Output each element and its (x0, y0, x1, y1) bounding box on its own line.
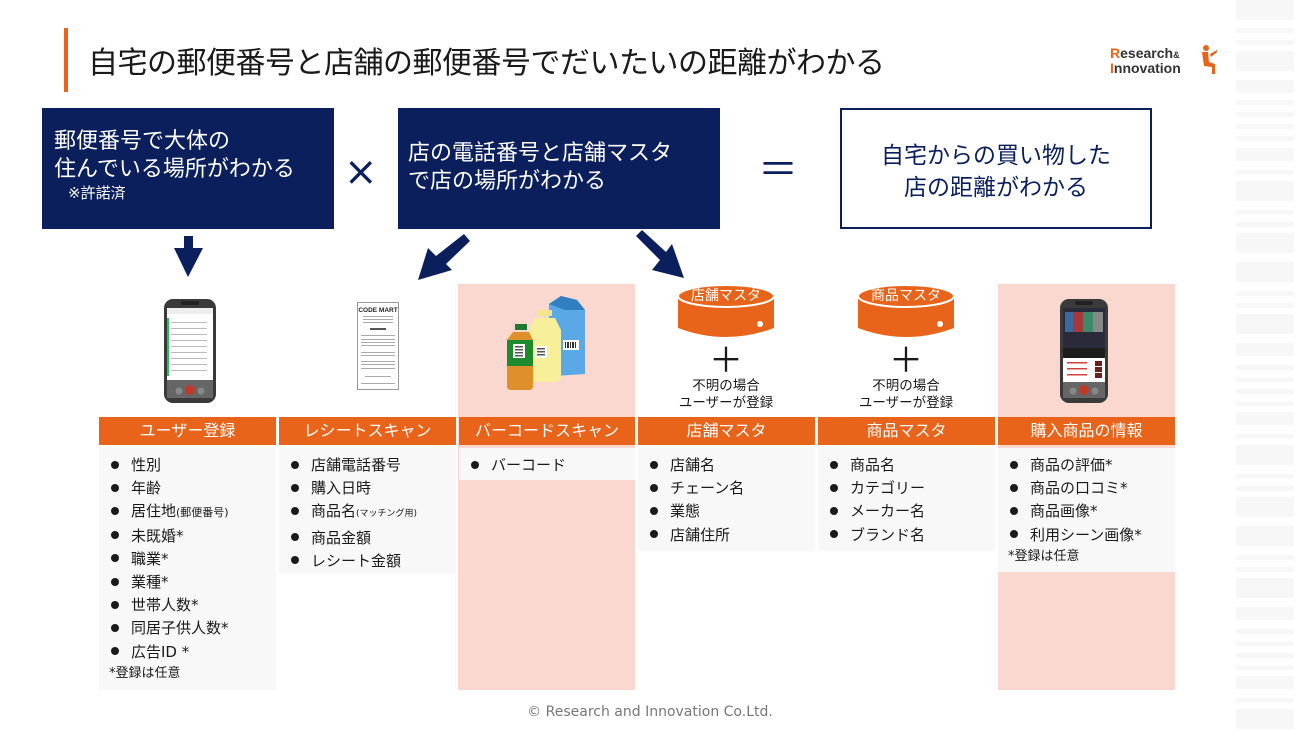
result-distance-box: 自宅からの買い物した 店の距離がわかる (840, 108, 1152, 229)
list-item: 店舗住所 (648, 524, 815, 547)
list-item: メーカー名 (828, 500, 995, 523)
postal-code-location-box: 郵便番号で大体の 住んでいる場所がわかる ※許諾済 (42, 108, 334, 229)
receipt-icon: CODE MART (357, 302, 399, 390)
list-item: バーコード (469, 454, 635, 477)
product-master-list: 商品名 カテゴリー メーカー名 ブランド名 (818, 448, 995, 551)
plus-icon: ＋ (709, 341, 743, 381)
list-item: 業種* (109, 571, 276, 594)
permission-note: ※許諾済 (68, 184, 126, 202)
user-registration-list: 性別 年齢 居住地(郵便番号) 未既婚* 職業* 業種* 世帯人数* 同居子供人… (99, 448, 276, 690)
arrow-down-right-icon (636, 230, 684, 278)
column-header-store-master: 店舗マスタ (638, 417, 815, 445)
list-item: 広告ID * (109, 641, 276, 664)
logo-initial-i: I (1110, 60, 1114, 76)
receipt-store-name: CODE MART (358, 307, 397, 314)
postal-box-line2: 住んでいる場所がわかる (54, 157, 295, 182)
list-item: 職業* (109, 548, 276, 571)
logo-text-research: esearch (1120, 45, 1174, 61)
list-item: カテゴリー (828, 477, 995, 500)
result-line1: 自宅からの買い物した (881, 143, 1111, 169)
page-title: 自宅の郵便番号と店舗の郵便番号でだいたいの距離がわかる (88, 46, 885, 81)
result-line2: 店の距離がわかる (904, 175, 1088, 201)
list-item: 業態 (648, 500, 815, 523)
list-item: 世帯人数* (109, 594, 276, 617)
company-logo: Research& Innovation (1110, 44, 1220, 80)
list-item: 商品の口コミ* (1008, 477, 1175, 500)
product-master-db-label: 商品マスタ (871, 288, 941, 304)
optional-footnote: *登録は任意 (109, 665, 181, 681)
list-item: チェーン名 (648, 477, 815, 500)
logo-ampersand: & (1173, 50, 1180, 60)
product-master-database-icon: 商品マスタ (856, 284, 956, 342)
store-master-database-icon: 店舗マスタ (676, 284, 776, 342)
unknown-note-line1: 不明の場合 (872, 378, 940, 394)
list-item: 店舗名 (648, 454, 815, 477)
unknown-note-line2: ユーザーが登録 (858, 395, 954, 411)
store-master-db-label: 店舗マスタ (691, 288, 761, 304)
arrow-down-left-icon (418, 234, 470, 280)
column-header-purchase-info: 購入商品の情報 (998, 417, 1175, 445)
list-item: 店舗電話番号 (289, 454, 456, 477)
list-item: 商品名(マッチング用) (289, 500, 456, 526)
postal-code-note: (郵便番号) (176, 506, 229, 520)
person-with-laptop-icon (1202, 45, 1217, 74)
receipt-scan-list: 店舗電話番号 購入日時 商品名(マッチング用) 商品金額 レシート金額 (279, 448, 456, 574)
list-item: レシート金額 (289, 550, 456, 573)
column-header-barcode-scan: バーコードスキャン (459, 417, 635, 445)
unknown-note-line1: 不明の場合 (692, 378, 760, 394)
column-header-receipt-scan: レシートスキャン (279, 417, 456, 445)
list-item: 未既婚* (109, 525, 276, 548)
column-header-product-master: 商品マスタ (818, 417, 995, 445)
postal-box-line1: 郵便番号で大体の (54, 129, 231, 154)
list-item: 商品名 (828, 454, 995, 477)
arrow-down-icon (174, 236, 203, 277)
smartphone-product-icon (1060, 299, 1108, 403)
store-box-line2: で店の場所がわかる (408, 169, 607, 194)
smartphone-registration-icon (164, 299, 216, 403)
list-item: ブランド名 (828, 524, 995, 547)
unknown-note-line2: ユーザーが登録 (678, 395, 774, 411)
list-item: 商品の評価* (1008, 454, 1175, 477)
store-location-box: 店の電話番号と店舗マスタ で店の場所がわかる (398, 108, 720, 229)
copyright-footer: © Research and Innovation Co.Ltd. (527, 704, 773, 720)
list-item: 商品画像* (1008, 500, 1175, 523)
multiply-operator: × (344, 149, 378, 195)
decorative-side-strip (1236, 0, 1300, 731)
title-accent-bar (64, 28, 68, 92)
plus-icon: ＋ (889, 341, 923, 381)
logo-text-innovation: nnovation (1113, 60, 1181, 76)
list-item: 性別 (109, 454, 276, 477)
store-master-list: 店舗名 チェーン名 業態 店舗住所 (638, 448, 815, 551)
logo-initial-r: R (1110, 45, 1121, 61)
product-bottles-icon (507, 296, 585, 390)
optional-footnote: *登録は任意 (1008, 548, 1080, 564)
store-box-line1: 店の電話番号と店舗マスタ (408, 141, 673, 166)
store-unknown-note: 不明の場合 ユーザーが登録 (656, 378, 796, 412)
column-header-user-registration: ユーザー登録 (99, 417, 276, 445)
list-item: 居住地(郵便番号) (109, 500, 276, 524)
equals-operator: ＝ (758, 147, 798, 193)
list-item: 商品金額 (289, 527, 456, 550)
list-item: 同居子供人数* (109, 617, 276, 640)
purchase-info-list: 商品の評価* 商品の口コミ* 商品画像* 利用シーン画像* *登録は任意 (998, 448, 1175, 572)
list-item: 利用シーン画像* (1008, 524, 1175, 547)
matching-note: (マッチング用) (356, 509, 418, 520)
list-item: 購入日時 (289, 477, 456, 500)
barcode-scan-list: バーコード (459, 448, 635, 480)
product-unknown-note: 不明の場合 ユーザーが登録 (836, 378, 976, 412)
list-item: 年齢 (109, 477, 276, 500)
